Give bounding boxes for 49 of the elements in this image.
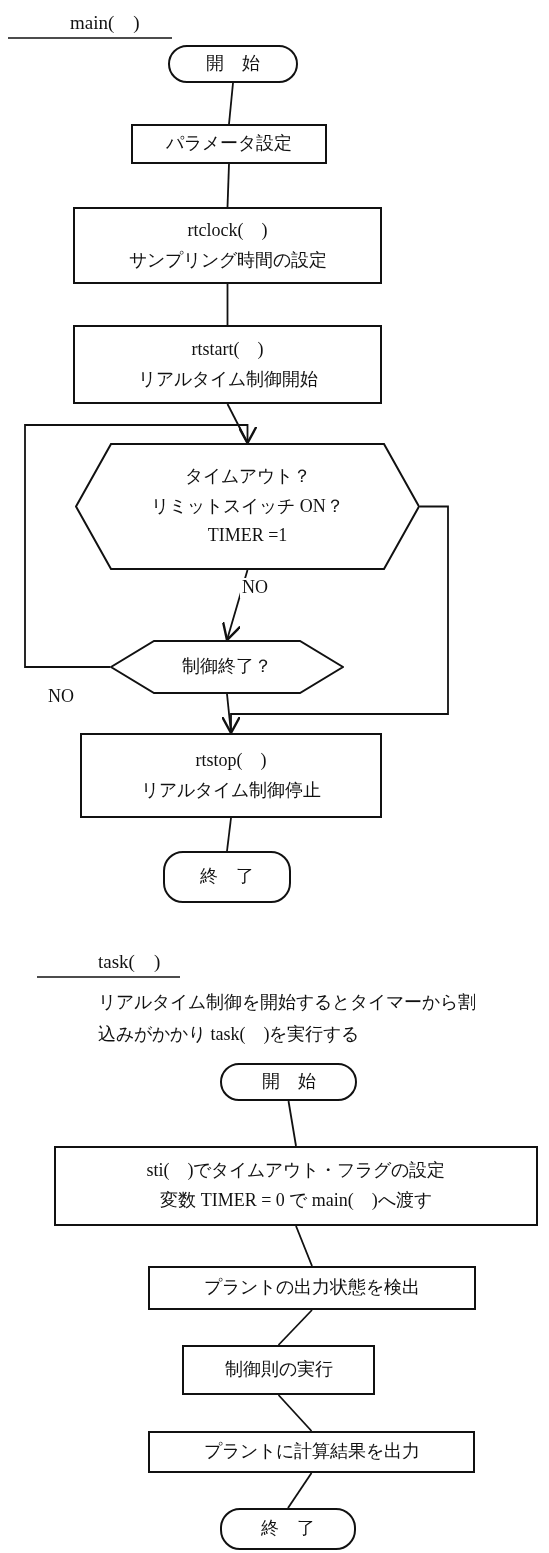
node-text: サンプリング時間の設定: [128, 249, 327, 272]
edge-label: NO: [240, 578, 270, 598]
connector-line: [295, 1225, 313, 1267]
function-heading: task( ): [98, 950, 161, 974]
node-text: リアルタイム制御開始: [137, 368, 318, 391]
node-text: 終 了: [200, 866, 254, 888]
node-text: リミットスイッチ ON？: [151, 495, 344, 518]
node-text: 変数 TIMER = 0 で main( )へ渡す: [160, 1190, 432, 1212]
terminal-shape: [220, 1508, 356, 1550]
node-text: rtstop( ): [195, 749, 267, 772]
connector-line: [287, 1472, 313, 1509]
connector-line: [287, 1100, 297, 1147]
process-box: [73, 207, 382, 284]
decision-hexagon: [110, 640, 344, 694]
connector-line: [277, 1394, 313, 1432]
note-text: リアルタイム制御を開始するとタイマーから割込みがかかり task( )を実行する: [98, 991, 477, 1046]
node-text: 終 了: [261, 1518, 315, 1540]
connector-line: [277, 1309, 313, 1346]
process-box: [80, 733, 382, 818]
terminal-shape: [163, 851, 291, 903]
node-text: タイムアウト？: [184, 466, 311, 488]
connector-line: [226, 283, 229, 326]
process-box: [73, 325, 382, 404]
function-heading: main( ): [70, 11, 140, 35]
process-box: [182, 1345, 375, 1395]
connector-line: [228, 82, 234, 125]
process-box: [54, 1146, 538, 1226]
node-text: リアルタイム制御停止: [141, 779, 321, 802]
process-box: [131, 124, 327, 164]
node-text: 制御則の実行: [224, 1359, 333, 1381]
node-text: rtstart( ): [191, 338, 264, 361]
node-text: rtclock( ): [187, 219, 268, 242]
node-text: sti( )でタイムアウト・フラグの設定: [146, 1160, 446, 1182]
arrow: [24, 424, 258, 668]
connector-line: [226, 163, 230, 208]
node-text: 開 始: [261, 1071, 316, 1093]
node-text: TIMER =1: [207, 525, 288, 547]
arrow: [220, 505, 449, 735]
node-text: パラメータ設定: [166, 133, 292, 155]
node-text: 制御終了？: [182, 656, 272, 678]
node-text: プラントに計算結果を出力: [203, 1441, 420, 1463]
process-box: [148, 1266, 476, 1310]
decision-hexagon: [75, 443, 420, 570]
terminal-shape: [168, 45, 298, 83]
node-text: プラントの出力状態を検出: [204, 1277, 420, 1299]
process-box: [148, 1431, 475, 1473]
node-text: 開 始: [206, 53, 260, 75]
terminal-shape: [220, 1063, 357, 1101]
connector-line: [226, 817, 232, 852]
